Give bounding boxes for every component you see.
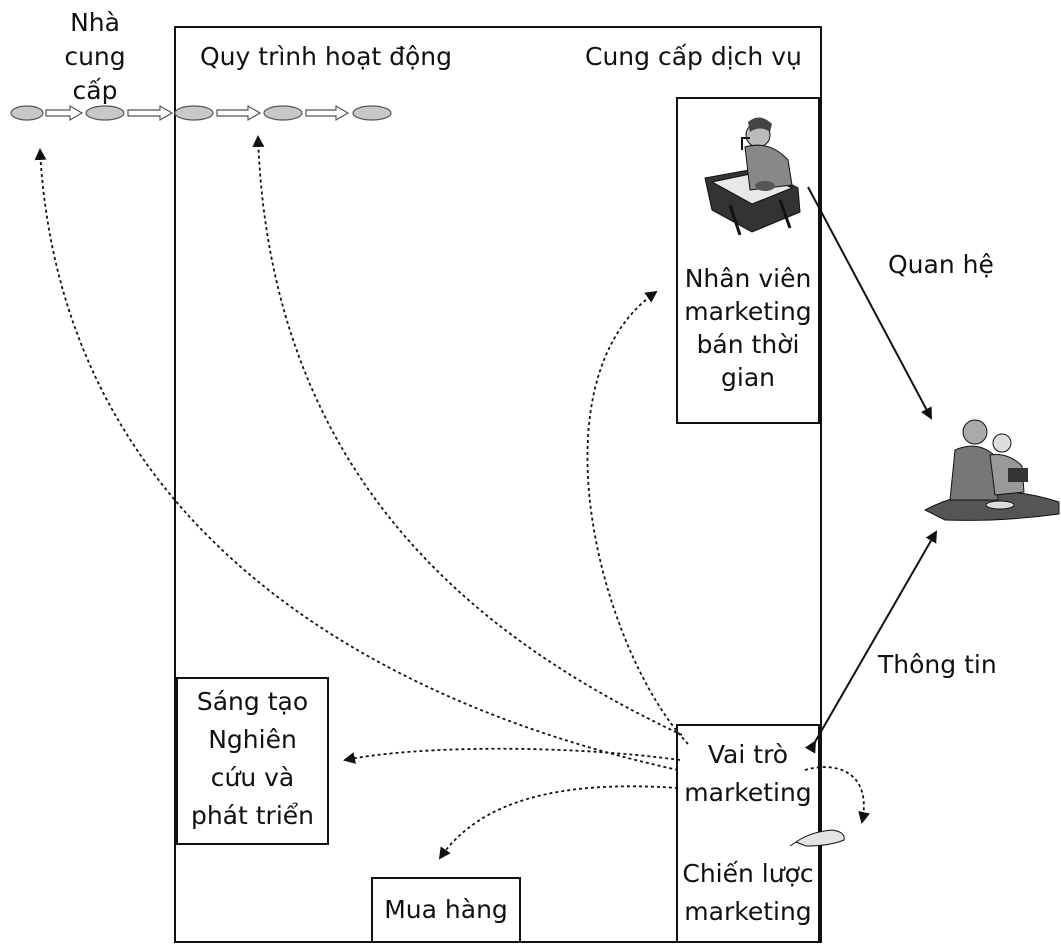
process-arrow-icon [305, 104, 350, 122]
process-node-icon [85, 105, 125, 121]
part-time-marketer-label: Nhân viên marketing bán thời gian [678, 262, 818, 394]
supplier-label-line2: cung cấp [64, 42, 126, 105]
rd-line3: cứu và [210, 763, 295, 792]
arrow-to-rd [343, 747, 681, 764]
marketing-role-label: Vai trò marketing [678, 736, 818, 812]
rd-line2: Nghiên [208, 725, 297, 754]
purchasing-box [371, 877, 521, 943]
rd-box [176, 677, 329, 845]
relationship-label: Quan hệ [888, 250, 994, 279]
marketing-strategy-label: Chiến lược marketing [678, 855, 818, 931]
process-node-icon [352, 105, 392, 121]
rd-line4: phát triển [190, 801, 315, 830]
arrow-to-supplier [34, 148, 679, 771]
purchasing-label: Mua hàng [384, 895, 508, 924]
part-time-line4: gian [721, 363, 775, 392]
marketing-role-line1: Vai trò [707, 740, 789, 769]
rd-label: Sáng tạo Nghiên cứu và phát triển [178, 683, 327, 835]
arrow-to-part-time [586, 290, 689, 745]
process-arrow-icon [216, 104, 262, 122]
marketing-strategy-line2: marketing [684, 897, 812, 926]
supplier-label-line1: Nhà [70, 8, 120, 37]
marketing-strategy-line1: Chiến lược [682, 859, 814, 888]
marketing-role-line2: marketing [684, 778, 812, 807]
information-arrow [804, 530, 937, 754]
relationship-arrow [807, 186, 932, 420]
process-arrow-icon [127, 104, 174, 122]
process-chain [10, 104, 392, 122]
process-node-icon [10, 105, 44, 121]
customers-icon [923, 419, 1060, 521]
arrow-to-operations [252, 135, 683, 736]
process-arrow-icon [45, 104, 84, 122]
influence-arrows [34, 135, 870, 860]
process-node-icon [174, 105, 214, 121]
process-node-icon [263, 105, 303, 121]
part-time-line2: marketing [684, 297, 812, 326]
arrow-to-purchasing [438, 785, 679, 860]
supplier-label: Nhà cung cấp [40, 6, 150, 108]
part-time-line3: bán thời [696, 330, 800, 359]
arrow-to-strategy [804, 766, 870, 824]
seated-clerk-icon [704, 117, 801, 236]
flying-object-icon [789, 829, 845, 847]
part-time-line1: Nhân viên [684, 264, 812, 293]
service-delivery-title: Cung cấp dịch vụ [585, 42, 802, 71]
rd-line1: Sáng tạo [196, 687, 309, 716]
information-label: Thông tin [878, 650, 997, 679]
marketing-role-box [676, 724, 820, 943]
operations-title: Quy trình hoạt động [200, 42, 453, 71]
